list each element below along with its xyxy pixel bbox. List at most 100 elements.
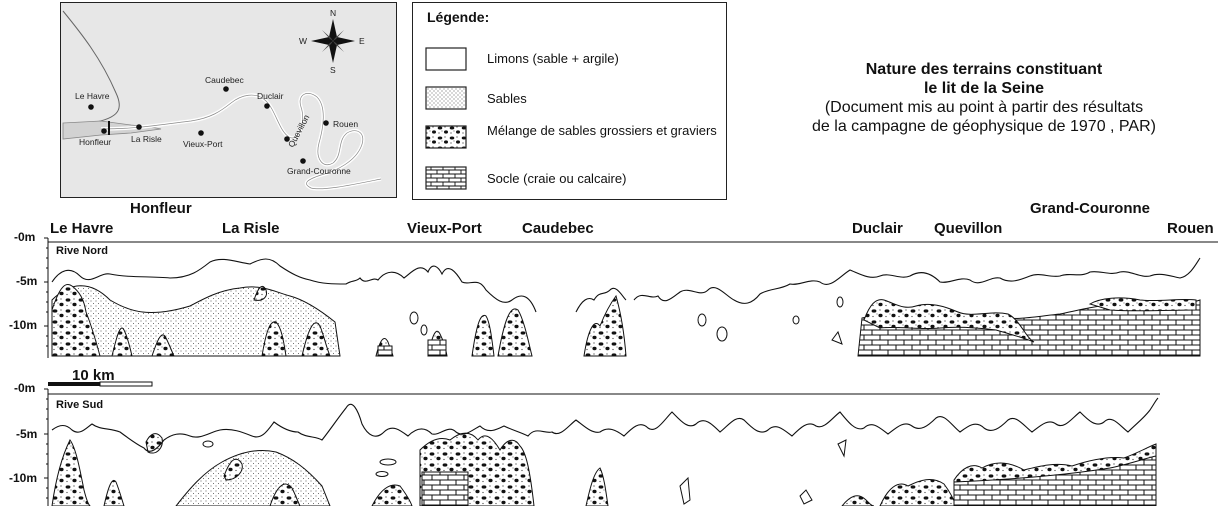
- south-lens-3: [375, 471, 389, 477]
- south-lens-6: [799, 489, 813, 505]
- south-sand-mass: [175, 449, 331, 506]
- north-gravel-13: [1088, 297, 1197, 312]
- north-socle-1: [427, 339, 447, 357]
- compass-w: W: [299, 36, 307, 46]
- compass-n: N: [330, 8, 336, 18]
- map-label-duclair: Duclair: [257, 91, 284, 101]
- compass-s: S: [330, 65, 336, 75]
- map-label-rouen: Rouen: [333, 119, 358, 129]
- site-label-vieux-port: Vieux-Port: [407, 220, 482, 237]
- north-depth-10m: -10m: [9, 318, 38, 332]
- location-map: Le Havre Honfleur La Risle Vieux-Port Ca…: [60, 2, 397, 198]
- south-gravel-6: [371, 484, 413, 506]
- south-gravel-8: [585, 467, 609, 506]
- south-depth-10m: -10m: [9, 471, 38, 485]
- legend: Légende: Limons (sable + argile) Sables …: [412, 2, 727, 200]
- city-dot-la-risle: [136, 124, 142, 130]
- map-label-vieux-port: Vieux-Port: [183, 139, 223, 149]
- diagram-title: Nature des terrains constituant le lit d…: [740, 60, 1228, 136]
- south-gravel-3: [145, 433, 163, 454]
- north-lens-4: [716, 326, 728, 342]
- south-gravel-5: [269, 483, 301, 506]
- north-gravel-9: [471, 314, 495, 357]
- compass-e: E: [359, 36, 365, 46]
- south-lens-1: [202, 440, 214, 448]
- scale-bar-label: 10 km: [72, 367, 115, 384]
- north-gravel-6: [253, 285, 267, 301]
- legend-label-sables: Sables: [487, 91, 527, 106]
- north-gravel-1: [51, 284, 101, 357]
- profile-north: [44, 237, 1218, 358]
- south-depth-axis: [44, 388, 1160, 506]
- site-label-grand-couronne: Grand-Couronne: [1030, 200, 1150, 217]
- north-gravel-3: [151, 334, 175, 357]
- legend-label-gravel: Mélange de sables grossiers et graviers: [487, 123, 717, 138]
- south-seabed-line: [51, 397, 1159, 452]
- site-label-rouen: Rouen: [1167, 220, 1214, 237]
- south-depth-5m: -5m: [16, 427, 38, 441]
- coastline: [62, 10, 120, 126]
- bank-label-north: Rive Nord: [56, 245, 108, 257]
- north-lens-2: [420, 324, 428, 336]
- north-seabed-line: [51, 257, 1201, 313]
- title-line-3: (Document mis au point à partir des résu…: [824, 99, 1144, 116]
- north-depth-axis: [44, 237, 1218, 358]
- city-dot-vieux-port: [198, 130, 204, 136]
- site-label-caudebec: Caudebec: [522, 220, 594, 237]
- map-label-le-havre: Le Havre: [75, 91, 110, 101]
- south-socle-vieux-port: [421, 471, 469, 506]
- city-dot-rouen: [323, 120, 329, 126]
- south-gravel-10: [879, 479, 957, 506]
- city-dot-le-havre: [88, 104, 94, 110]
- site-label-quevillon: Quevillon: [934, 220, 1003, 237]
- city-dot-honfleur: [101, 128, 107, 134]
- north-gravel-5: [301, 322, 331, 357]
- map-label-honfleur: Honfleur: [79, 137, 111, 147]
- site-label-la-risle: La Risle: [222, 220, 280, 237]
- north-gravel-10: [497, 308, 533, 357]
- city-dot-grand-couronne: [300, 158, 306, 164]
- north-gravel-11: [583, 294, 627, 357]
- north-lens-3: [697, 313, 707, 327]
- south-socle-main: [953, 455, 1157, 506]
- city-dot-quevillon: [284, 136, 290, 142]
- city-dot-caudebec: [223, 86, 229, 92]
- title-line-2: le lit de la Seine: [923, 80, 1045, 97]
- site-label-honfleur: Honfleur: [130, 200, 192, 217]
- north-lens-7: [831, 330, 843, 345]
- south-gravel-1: [51, 439, 91, 506]
- compass-rose-icon: N S W E: [299, 8, 365, 75]
- south-depth-0m: -0m: [14, 381, 36, 395]
- title-line-1: Nature des terrains constituant: [865, 61, 1103, 78]
- site-label-duclair: Duclair: [852, 220, 903, 237]
- scale-bar: [48, 381, 153, 387]
- legend-label-limons: Limons (sable + argile): [487, 51, 619, 66]
- map-label-caudebec: Caudebec: [205, 75, 245, 85]
- south-lens-2: [379, 458, 397, 466]
- south-gravel-9: [841, 495, 875, 506]
- map-label-grand-couronne: Grand-Couronne: [287, 166, 351, 176]
- title-line-4: de la campagne de géophysique de 1970 , …: [812, 118, 1156, 135]
- north-lens-1: [409, 311, 419, 325]
- south-gravel-4: [223, 458, 243, 481]
- bank-label-south: Rive Sud: [56, 399, 104, 411]
- north-depth-0m: -0m: [14, 230, 36, 244]
- south-lens-4: [679, 476, 691, 505]
- north-lens-6: [836, 296, 844, 308]
- map-drawing: Le Havre Honfleur La Risle Vieux-Port Ca…: [62, 8, 382, 191]
- north-lens-5: [792, 315, 800, 325]
- map-label-la-risle: La Risle: [131, 134, 162, 144]
- legend-label-socle: Socle (craie ou calcaire): [487, 171, 627, 186]
- profile-south: [44, 388, 1160, 506]
- legend-title: Légende:: [427, 9, 490, 25]
- north-socle-2: [377, 345, 393, 357]
- north-gravel-12: [863, 299, 1035, 343]
- map-label-grand-couronne-text: Grand-Couronne: [287, 166, 351, 176]
- city-dot-duclair: [264, 103, 270, 109]
- site-label-le-havre: Le Havre: [50, 220, 114, 237]
- north-gravel-2: [111, 327, 133, 357]
- north-depth-5m: -5m: [16, 274, 38, 288]
- south-lens-5: [837, 439, 847, 458]
- north-gravel-4: [261, 321, 287, 357]
